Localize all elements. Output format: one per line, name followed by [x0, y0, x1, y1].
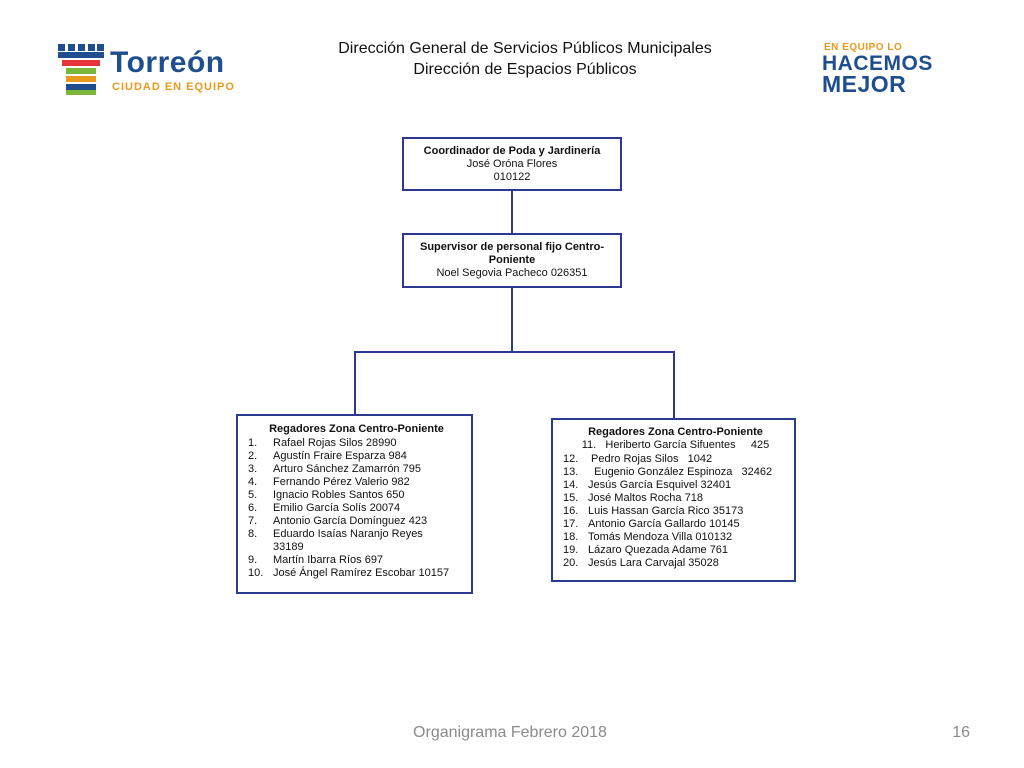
list-item-text: Martín Ibarra Ríos 697 [273, 554, 384, 566]
list-item-num: 7. [248, 515, 258, 527]
right-group-first-item: 11. Heriberto García Sifuentes 425 [581, 439, 770, 451]
list-item-text: Agustín Fraire Esparza 984 [273, 450, 407, 462]
list-item-text: Arturo Sánchez Zamarrón 795 [273, 463, 421, 475]
right-group-box: Regadores Zona Centro-Poniente 11. Herib… [551, 418, 796, 582]
connector-coordinator-supervisor [511, 191, 513, 233]
list-item: 18. Tomás Mendoza Villa 010132 [563, 531, 788, 544]
list-item: 19. Lázaro Quezada Adame 761 [563, 544, 788, 557]
list-item-text: 33189 [273, 541, 304, 553]
supervisor-title-line1: Supervisor de personal fijo Centro- [420, 241, 604, 253]
header-line1: Dirección General de Servicios Públicos … [338, 40, 712, 57]
list-item: 10. José Ángel Ramírez Escobar 10157 [248, 567, 465, 580]
list-item: 12. Pedro Rojas Silos 1042 [563, 453, 788, 466]
list-item-text: Fernando Pérez Valerio 982 [273, 476, 410, 488]
list-item-num: 13. [563, 466, 579, 478]
hacemos-mejor-logo: EN EQUIPO LO HACEMOS MEJOR [822, 42, 942, 98]
list-item-num: 14. [563, 479, 579, 491]
list-item-text: Eduardo Isaías Naranjo Reyes [273, 528, 423, 540]
hacemos-logo-line2: HACEMOS [822, 52, 933, 75]
connector-left-branch [354, 351, 356, 414]
list-item-num: 8. [248, 528, 258, 540]
list-item: 8. Eduardo Isaías Naranjo Reyes [248, 528, 465, 541]
list-item-num: 10. [248, 567, 264, 579]
list-item: 1. Rafael Rojas Silos 28990 [248, 437, 465, 450]
list-item: 3. Arturo Sánchez Zamarrón 795 [248, 463, 465, 476]
list-item-text: Antonio García Domínguez 423 [273, 515, 428, 527]
list-item-text: Lázaro Quezada Adame 761 [588, 544, 729, 556]
castle-tower-icon [58, 44, 104, 95]
list-item-text: Rafael Rojas Silos 28990 [273, 437, 397, 449]
coordinator-code: 010122 [493, 171, 531, 183]
list-item-text: Antonio García Gallardo 10145 [588, 518, 740, 530]
connector-horizontal [354, 351, 675, 353]
connector-right-branch [673, 351, 675, 418]
coordinator-title: Coordinador de Poda y Jardinería [423, 145, 601, 157]
list-item-num: 12. [563, 453, 579, 465]
torreon-logo-word: Torreón [110, 46, 225, 79]
torreon-logo-sub: CIUDAD EN EQUIPO [112, 81, 235, 93]
page-number: 16 [952, 724, 970, 741]
coordinator-box: Coordinador de Poda y Jardinería José Or… [402, 137, 622, 191]
list-item: 4. Fernando Pérez Valerio 982 [248, 476, 465, 489]
hacemos-logo-line1: EN EQUIPO LO [824, 42, 903, 53]
list-item: 33189 [248, 541, 465, 554]
list-item: 13. Eugenio González Espinoza 32462 [563, 466, 788, 479]
list-item-num: 15. [563, 492, 579, 504]
list-item: 2. Agustín Fraire Esparza 984 [248, 450, 465, 463]
supervisor-title-line2: Poniente [488, 254, 536, 266]
list-item-text: Jesús Lara Carvajal 35028 [588, 557, 719, 569]
list-item-text: Ignacio Robles Santos 650 [273, 489, 405, 501]
list-item-text: Eugenio González Espinoza 32462 [588, 466, 773, 478]
supervisor-name: Noel Segovia Pacheco 026351 [436, 267, 588, 279]
list-item: 6. Emilio García Solís 20074 [248, 502, 465, 515]
list-item-text: Tomás Mendoza Villa 010132 [588, 531, 733, 543]
list-item-text: Jesús García Esquivel 32401 [588, 479, 732, 491]
left-group-title: Regadores Zona Centro-Poniente [269, 423, 444, 435]
list-item: 20. Jesús Lara Carvajal 35028 [563, 557, 788, 570]
list-item-text: Pedro Rojas Silos 1042 [588, 453, 713, 465]
list-item: 7. Antonio García Domínguez 423 [248, 515, 465, 528]
footer-label: Organigrama Febrero 2018 [413, 724, 607, 741]
list-item: 17. Antonio García Gallardo 10145 [563, 518, 788, 531]
list-item-text: José Ángel Ramírez Escobar 10157 [273, 567, 450, 579]
list-item: 14. Jesús García Esquivel 32401 [563, 479, 788, 492]
right-group-title: Regadores Zona Centro-Poniente [588, 426, 763, 438]
list-item-num: 9. [248, 554, 258, 566]
list-item-num: 20. [563, 557, 579, 569]
hacemos-logo-line3: MEJOR [822, 71, 907, 97]
list-item-num: 16. [563, 505, 579, 517]
list-item-num: 6. [248, 502, 258, 514]
list-item-num: 2. [248, 450, 258, 462]
list-item-num: 18. [563, 531, 579, 543]
left-group-list: 1. Rafael Rojas Silos 28990 2. Agustín Fra… [248, 437, 465, 580]
list-item-text: Emilio García Solís 20074 [273, 502, 401, 514]
torreon-logo: Torreón CIUDAD EN EQUIPO [58, 42, 258, 98]
list-item-num: 1. [248, 437, 258, 449]
right-group-list: 12. Pedro Rojas Silos 1042 13. Eugenio G… [563, 453, 788, 570]
list-item: 9. Martín Ibarra Ríos 697 [248, 554, 465, 567]
page-header: Dirección General de Servicios Públicos … [300, 38, 750, 80]
list-item-num: 17. [563, 518, 579, 530]
list-item: 15. José Maltos Rocha 718 [563, 492, 788, 505]
list-item-num: 19. [563, 544, 579, 556]
list-item-num: 4. [248, 476, 258, 488]
header-line2: Dirección de Espacios Públicos [413, 61, 637, 78]
list-item-num: 3. [248, 463, 258, 475]
list-item-text: José Maltos Rocha 718 [588, 492, 703, 504]
left-group-box: Regadores Zona Centro-Poniente 1. Rafael … [236, 414, 473, 594]
list-item: 16. Luis Hassan García Rico 35173 [563, 505, 788, 518]
list-item-num [248, 541, 273, 554]
connector-supervisor-down [511, 288, 513, 352]
coordinator-name: José Oróna Flores [466, 158, 558, 170]
list-item: 5. Ignacio Robles Santos 650 [248, 489, 465, 502]
list-item-text: Luis Hassan García Rico 35173 [588, 505, 744, 517]
list-item-num: 5. [248, 489, 258, 501]
supervisor-box: Supervisor de personal fijo Centro- Poni… [402, 233, 622, 288]
